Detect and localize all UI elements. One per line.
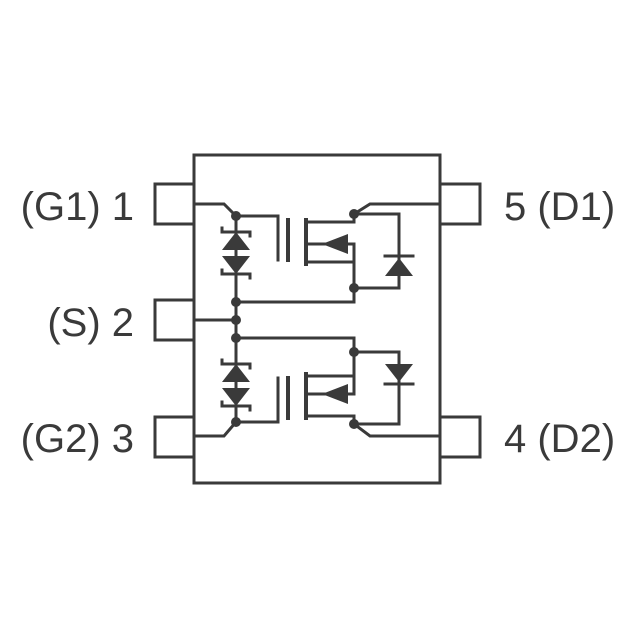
- q2-body-diode-triangle: [385, 364, 413, 382]
- pin-2-label: (S) 2: [47, 301, 134, 345]
- zener-pair-2: [220, 336, 252, 427]
- q2-body-diode-loop: [352, 350, 401, 426]
- q1-to-pin5-wire: [351, 202, 442, 217]
- pin-3-pad: [153, 415, 196, 459]
- pin-5-label: 5 (D1): [504, 185, 615, 229]
- zener-2b-triangle: [222, 388, 250, 406]
- pin-1-pad: [153, 182, 196, 226]
- zener-2-bottom-node: [231, 417, 241, 427]
- q1-body-diode-triangle: [385, 258, 413, 276]
- mosfet-q2: [192, 333, 442, 438]
- zener-2a-bar: [220, 358, 252, 370]
- q2-source-node: [349, 347, 359, 357]
- pin-4-label: 4 (D2): [504, 417, 615, 461]
- q2-drain-node: [349, 419, 359, 429]
- pin-4-pad: [438, 415, 482, 459]
- q1-source-node: [349, 283, 359, 293]
- zener-pair-1: [220, 211, 252, 307]
- zener-1a-triangle: [222, 232, 250, 250]
- zener-1a-bar: [220, 226, 252, 238]
- pin-1-label: (G1) 1: [21, 185, 134, 229]
- q1-body-arrow: [322, 234, 348, 254]
- zener-2a-triangle: [222, 364, 250, 382]
- zener-1b-triangle: [222, 256, 250, 274]
- zener-1b-bar: [220, 268, 252, 280]
- q2-to-pin4-wire: [351, 421, 442, 438]
- zener-2b-bar: [220, 400, 252, 412]
- pin-5-pad: [438, 182, 482, 226]
- mosfet-q1: [192, 202, 442, 304]
- pin-3-label: (G2) 3: [21, 417, 134, 461]
- pin-2-pad: [153, 298, 196, 342]
- source-rail-node: [231, 315, 241, 325]
- zener-1-top-node: [231, 211, 241, 221]
- q1-body-diode-loop: [352, 212, 401, 290]
- q1-drain-node: [349, 209, 359, 219]
- q2-body-arrow: [322, 384, 348, 404]
